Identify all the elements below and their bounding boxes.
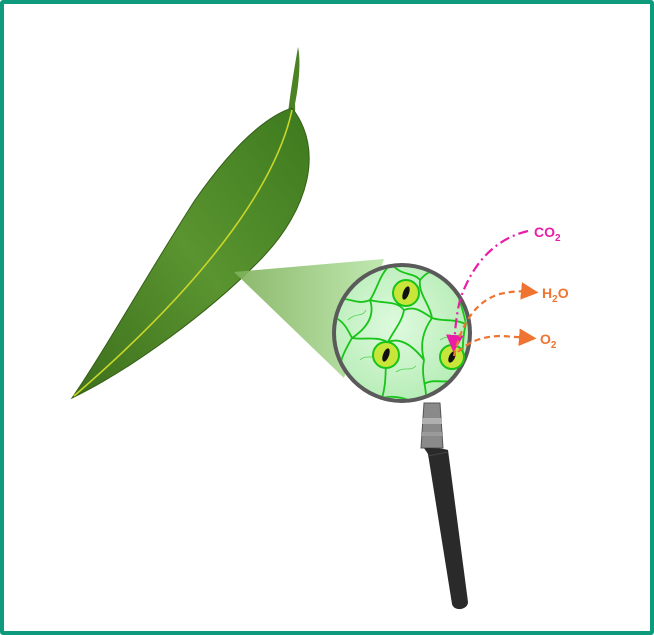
co2-label: CO2 bbox=[534, 224, 561, 244]
o2-label: O2 bbox=[540, 331, 557, 351]
h2o-label: H2O bbox=[542, 285, 569, 305]
stoma-left bbox=[373, 342, 399, 368]
leaf-petiole bbox=[288, 47, 299, 119]
stoma-top bbox=[393, 280, 419, 306]
leaf-blade bbox=[72, 108, 309, 398]
leaf bbox=[72, 47, 309, 398]
magnifier-handle bbox=[421, 403, 468, 609]
